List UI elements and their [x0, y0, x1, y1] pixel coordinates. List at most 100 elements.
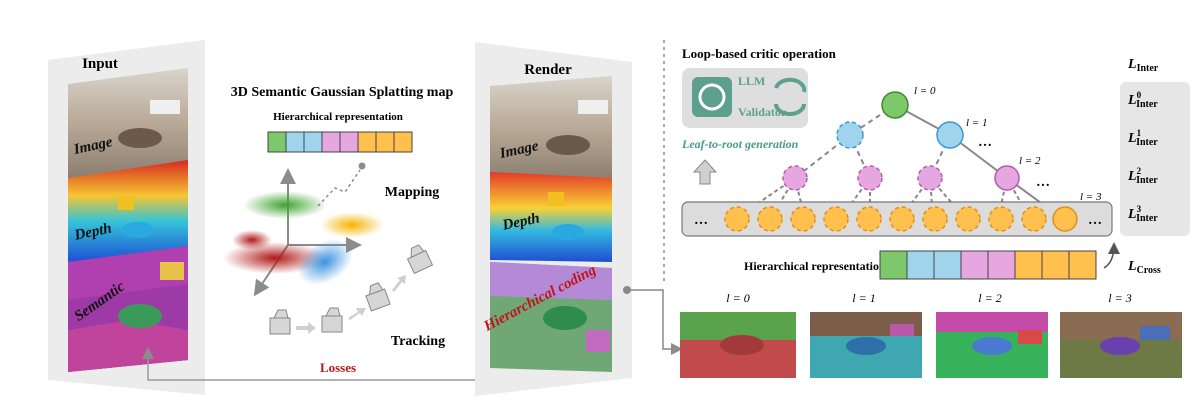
tree-node-l3	[856, 206, 882, 232]
render-semantic-chair	[586, 330, 610, 352]
tree-node-l3	[757, 206, 783, 232]
leaf-ellipsis-left: …	[694, 213, 708, 228]
tree-level-label-1: l = 1	[966, 117, 987, 129]
tree-ellipsis-l2: …	[1036, 175, 1050, 190]
input-image-table	[118, 128, 162, 148]
level-image-region	[936, 312, 1048, 332]
map-hier-cell-orange	[357, 131, 377, 153]
level-image-object	[1100, 337, 1140, 355]
critic-panel: Loop-based critic operation LLM Validato…	[681, 46, 1120, 280]
map-hier-cell-pink	[339, 131, 359, 153]
render-depth-table	[552, 224, 584, 240]
render-panel: Render Image Depth Hierarchical coding	[475, 42, 683, 396]
leaf-ellipsis-right: …	[1088, 213, 1102, 228]
tree-node-l2	[994, 165, 1020, 191]
level-image-object	[1140, 326, 1170, 340]
map-hier-cell-blue	[303, 131, 323, 153]
camera-arrow	[296, 322, 316, 334]
tree-node-l3	[988, 206, 1014, 232]
critic-hier-label: Hierarchical representation:	[744, 259, 890, 273]
render-to-levels-line	[627, 289, 683, 355]
tree-edge	[734, 177, 796, 220]
level-image-2	[936, 312, 1048, 378]
tree-nodes	[724, 91, 1078, 232]
level-image-label-1: l = 1	[852, 291, 875, 305]
level-image-object	[720, 335, 764, 355]
tree-level-label-0: l = 0	[914, 85, 936, 97]
tree-node-root	[881, 91, 909, 119]
validator-label: Validator	[738, 105, 787, 119]
map-panel: 3D Semantic Gaussian Splatting map Hiera…	[142, 85, 581, 381]
map-hier-cell-orange	[375, 131, 395, 153]
input-panel: Input Image Depth Semantic	[48, 40, 205, 395]
input-depth-tile	[68, 160, 188, 262]
input-semantic-table	[118, 304, 162, 328]
gaussian-orange	[320, 212, 384, 238]
camera-icon	[269, 309, 291, 335]
level-image-label-0: l = 0	[726, 291, 749, 305]
render-title: Render	[524, 62, 572, 78]
tree-node-l3	[889, 206, 915, 232]
tree-node-l1	[836, 121, 864, 149]
hier-cell-orange	[1068, 250, 1097, 280]
map-hier-cell-blue	[285, 131, 305, 153]
critic-hier-bar	[879, 250, 1097, 280]
level-image-object	[890, 324, 914, 336]
level-image-label-3: l = 3	[1108, 291, 1131, 305]
cycle-icon	[774, 77, 807, 116]
camera-arrow	[392, 275, 406, 292]
tree-node-l3	[724, 206, 750, 232]
gaussian-blue	[297, 239, 353, 285]
map-hier-cell-pink	[321, 131, 341, 153]
tree-node-l2	[917, 165, 943, 191]
map-hier-bar	[267, 131, 413, 153]
gaussian-green	[243, 191, 327, 219]
map-mapping-label: Mapping	[385, 185, 439, 200]
input-title: Input	[82, 56, 118, 72]
map-title: 3D Semantic Gaussian Splatting map	[231, 85, 454, 100]
tree-node-l3	[1021, 206, 1047, 232]
tree-node-l3	[790, 206, 816, 232]
llm-logo-knot	[698, 83, 726, 111]
hier-cell-blue	[906, 250, 935, 280]
input-depth-table	[122, 222, 154, 238]
camera-arrows	[296, 275, 406, 334]
map-losses-label: Losses	[320, 360, 356, 375]
critic-title: Loop-based critic operation	[682, 46, 837, 61]
level-image-object	[846, 337, 886, 355]
llm-logo-icon	[692, 77, 732, 117]
camera-icon	[406, 244, 434, 275]
tree-ellipsis-l1: …	[978, 135, 992, 150]
input-image-tile	[68, 68, 188, 180]
level-image-1	[810, 312, 922, 378]
render-image-table	[546, 135, 590, 155]
map-trajectory-end	[358, 162, 366, 170]
hier-cell-orange	[1014, 250, 1043, 280]
render-semantic-table	[543, 306, 587, 330]
level-image-object	[972, 337, 1012, 355]
input-semantic-rug	[68, 320, 188, 372]
input-semantic-patch	[160, 262, 184, 280]
llm-label: LLM	[738, 74, 765, 88]
tree-level-label-2: l = 2	[1019, 155, 1041, 167]
cross-loss-arrow	[1103, 242, 1120, 269]
tree-node-l3	[1052, 206, 1078, 232]
map-trajectory	[317, 169, 361, 207]
loss-cross: LCross	[1127, 259, 1161, 276]
map-hier-cell-green	[267, 131, 287, 153]
level-images: l = 0 l = 1 l = 2 l = 3	[680, 291, 1182, 378]
camera-icon	[365, 282, 391, 312]
loss-terms-box	[1120, 82, 1190, 236]
level-image-object	[1018, 330, 1042, 344]
map-tracking-label: Tracking	[391, 334, 445, 349]
camera-icon	[321, 307, 343, 333]
render-image-sofa	[578, 100, 608, 114]
render-image-tile	[490, 76, 612, 182]
input-image-sofa	[150, 100, 180, 114]
tree-node-l3	[955, 206, 981, 232]
